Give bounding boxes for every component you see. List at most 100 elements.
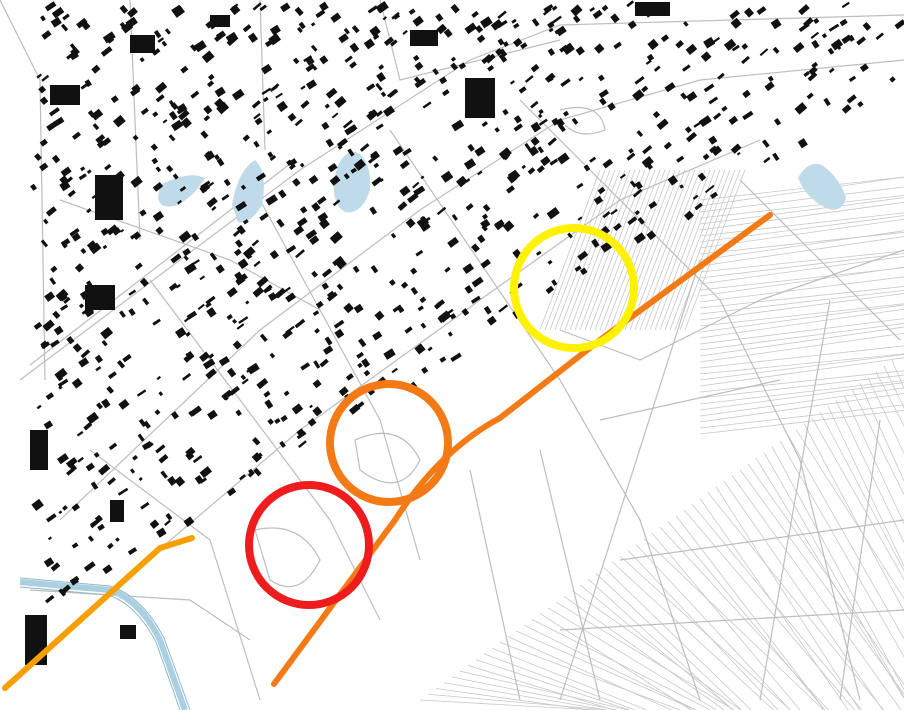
building (197, 303, 205, 311)
building (296, 431, 307, 440)
building (54, 367, 68, 381)
orange-circle-marker[interactable] (326, 380, 452, 506)
building (575, 46, 585, 56)
building (383, 348, 396, 360)
field-strip (699, 293, 904, 321)
building (227, 367, 237, 378)
building (324, 336, 333, 346)
building (646, 230, 657, 241)
building (589, 6, 595, 12)
building (65, 457, 78, 468)
building (723, 38, 737, 51)
building (206, 307, 217, 318)
building (332, 199, 341, 207)
building (139, 277, 149, 287)
building (334, 95, 347, 108)
building (232, 318, 238, 324)
building (74, 263, 85, 273)
building (392, 304, 402, 313)
building (376, 72, 386, 83)
building (390, 232, 397, 239)
field-strip (559, 169, 621, 331)
building (410, 30, 438, 46)
building (591, 238, 600, 248)
building (511, 18, 517, 24)
building (86, 411, 100, 425)
building (62, 505, 68, 511)
building (199, 183, 211, 194)
building (226, 487, 237, 497)
field-strip (679, 169, 741, 331)
building (221, 389, 233, 401)
yellow-circle-marker[interactable] (510, 224, 638, 352)
building (685, 91, 698, 102)
field-strip (627, 549, 779, 710)
building (480, 16, 493, 29)
building (95, 175, 123, 220)
building (708, 135, 718, 145)
building (485, 53, 496, 64)
building (684, 126, 692, 134)
building (571, 117, 579, 125)
red-circle-marker[interactable] (245, 481, 373, 609)
building (325, 138, 334, 148)
building (280, 2, 291, 13)
building (414, 78, 427, 89)
building (199, 466, 213, 478)
building (348, 403, 361, 415)
building (513, 123, 523, 132)
building (357, 362, 363, 369)
building (593, 195, 604, 205)
building (363, 38, 375, 50)
building (480, 218, 491, 229)
building (432, 155, 439, 162)
building (90, 481, 99, 490)
building (168, 134, 176, 142)
building (174, 327, 187, 339)
field-strip (835, 400, 904, 544)
building (633, 232, 646, 244)
building (652, 110, 661, 119)
building (415, 249, 424, 257)
field-strip (579, 584, 733, 710)
building (589, 156, 597, 163)
building (92, 123, 100, 131)
building (579, 267, 588, 276)
building (294, 6, 304, 17)
building (321, 121, 330, 131)
field-strip (811, 417, 904, 581)
building (102, 564, 113, 575)
building (634, 210, 640, 216)
building (463, 158, 477, 170)
building (59, 180, 71, 192)
building (464, 285, 474, 294)
building (73, 575, 80, 582)
building (772, 152, 780, 161)
building (532, 212, 540, 219)
field-strip (699, 215, 904, 243)
building (481, 121, 488, 128)
building (155, 444, 166, 454)
building (183, 516, 195, 527)
field-strip (867, 377, 904, 455)
building (251, 100, 261, 109)
building (540, 155, 551, 167)
building (140, 107, 149, 116)
building (298, 440, 307, 448)
field-strip (851, 388, 904, 496)
field-strip (699, 308, 904, 339)
building (110, 500, 124, 522)
building (300, 85, 306, 90)
building (46, 120, 59, 132)
building (100, 326, 114, 340)
building (134, 262, 143, 271)
building (848, 34, 855, 42)
building (367, 5, 378, 14)
field-strip (507, 636, 672, 710)
building (112, 227, 122, 236)
building (155, 166, 162, 173)
building (811, 39, 820, 49)
building (66, 336, 75, 345)
building (310, 44, 318, 52)
